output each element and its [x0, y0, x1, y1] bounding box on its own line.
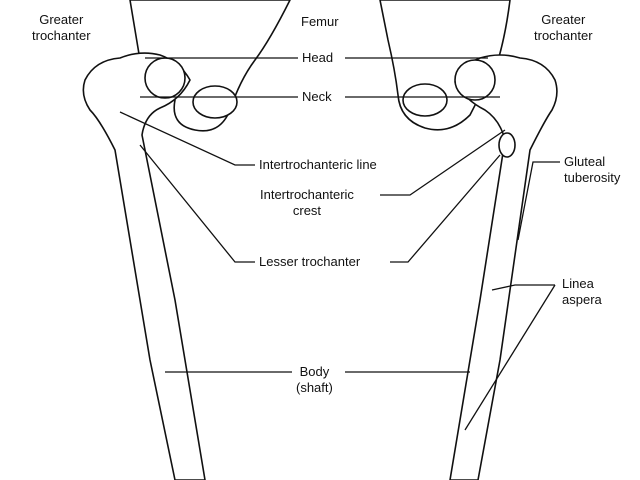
- left-femoral-head: [144, 57, 186, 99]
- label-line: aspera: [562, 292, 602, 307]
- label-line: crest: [292, 203, 322, 218]
- label-lesser-trochanter: Lesser trochanter: [257, 254, 363, 270]
- right-femoral-head: [454, 59, 496, 101]
- lesser-trochanter-bump: [498, 132, 516, 158]
- label-intertrochanteric-line: Intertrochanteric line: [257, 157, 379, 173]
- label-body-shaft: Body(shaft): [294, 364, 335, 396]
- right-femur: [449, 54, 558, 480]
- label-line: Body: [299, 364, 330, 379]
- obturator-left: [192, 85, 238, 119]
- label-line: trochanter: [32, 28, 91, 43]
- leader-lines: [119, 57, 560, 431]
- label-line: Greater: [39, 12, 84, 27]
- obturator-right: [402, 83, 448, 117]
- left-femur: [82, 52, 206, 480]
- label-line: Intertrochanteric: [260, 187, 354, 202]
- label-neck: Neck: [300, 89, 334, 105]
- label-femur: Femur: [299, 14, 341, 30]
- label-line: trochanter: [534, 28, 593, 43]
- label-line: Linea: [562, 276, 594, 291]
- label-head: Head: [300, 50, 336, 66]
- label-line: tuberosity: [564, 170, 621, 185]
- label-line: Greater: [541, 12, 586, 27]
- label-line: (shaft): [296, 380, 333, 395]
- label-line: Gluteal: [564, 154, 606, 169]
